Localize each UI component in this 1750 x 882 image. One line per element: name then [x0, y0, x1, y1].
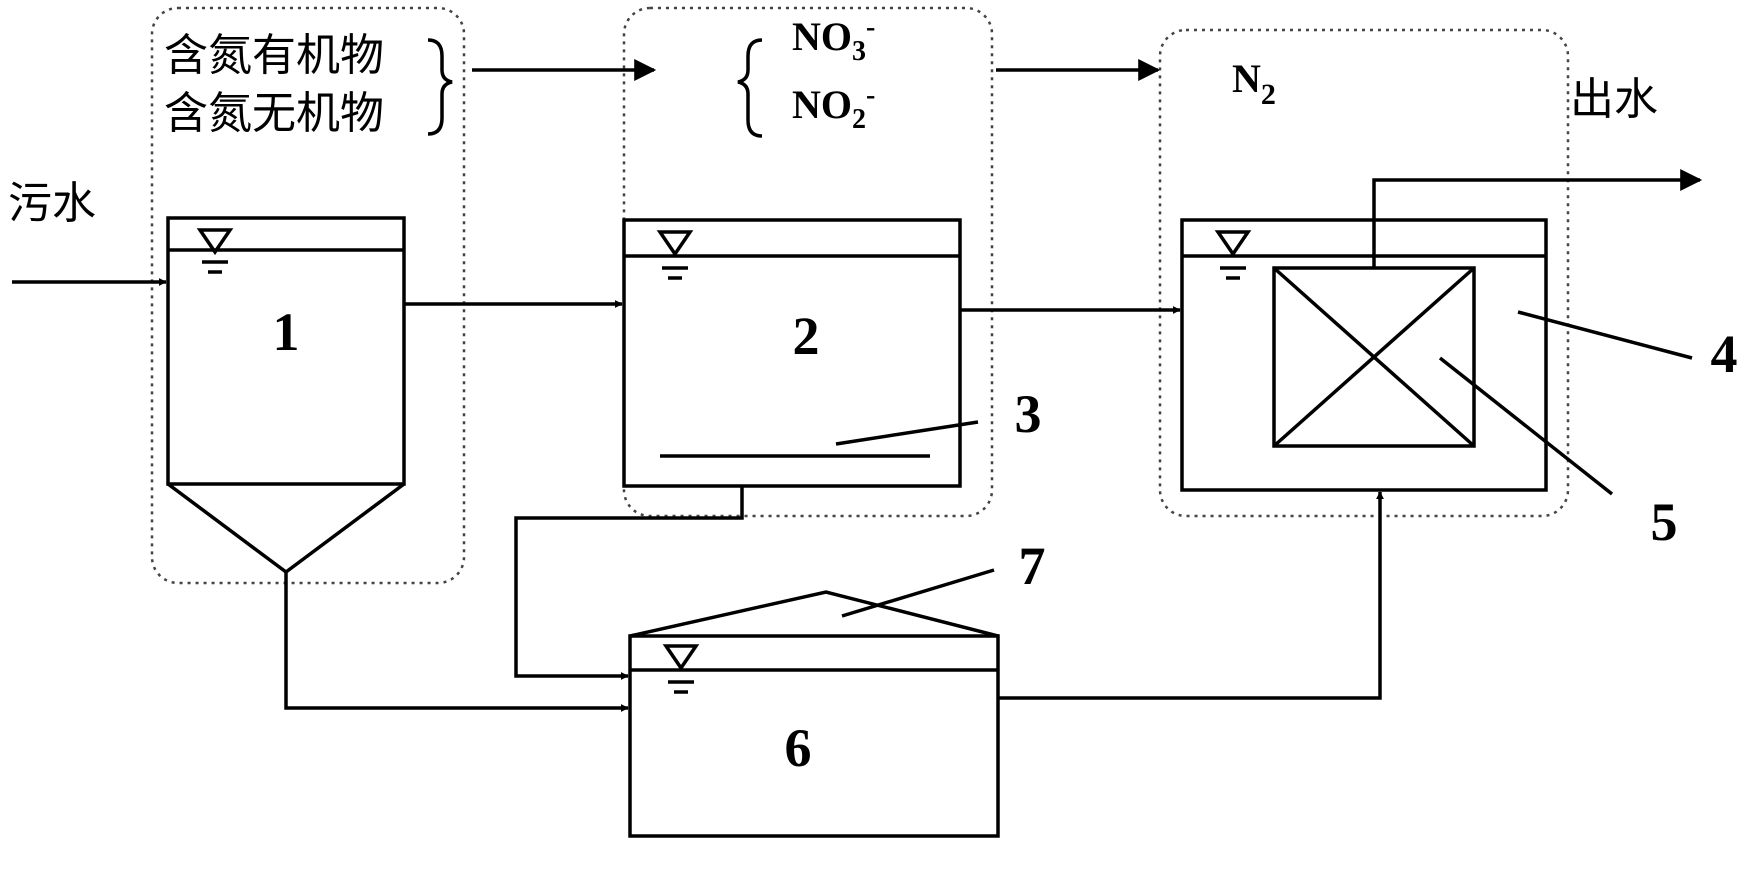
- tank-6: [628, 568, 1000, 838]
- flow-1-to-6: [284, 572, 629, 712]
- inorganic-nitrogen-label: 含氮无机物: [164, 88, 384, 139]
- stage-2-boundary: [622, 6, 994, 518]
- water-level-icon: [656, 230, 694, 258]
- tank-2: [622, 218, 979, 488]
- membrane-module-5: [1272, 266, 1476, 448]
- tank-1: [166, 216, 406, 575]
- water-level-icon: [196, 228, 234, 256]
- effluent-label: 出水: [1570, 74, 1658, 125]
- unit-5-label: 5: [1651, 492, 1678, 552]
- flow-2-to-6: [514, 486, 744, 680]
- nitrate-label: NO3-: [792, 12, 875, 67]
- water-level-icon: [1214, 230, 1252, 258]
- leader-line-4: [1517, 310, 1693, 360]
- leader-line-7: [841, 568, 995, 618]
- nitrogen-gas-label: N2: [1232, 56, 1276, 111]
- unit-4-label: 4: [1711, 324, 1738, 384]
- water-level-icon: [662, 644, 700, 672]
- influent-label: 污水: [8, 178, 96, 229]
- leader-line-3: [835, 420, 979, 446]
- unit-1-label: 1: [273, 302, 300, 362]
- flow-6-to-4: [998, 491, 1384, 700]
- gas-cover-7: [629, 590, 999, 638]
- unit-6-label: 6: [785, 718, 812, 778]
- organic-nitrogen-label: 含氮有机物: [164, 30, 384, 81]
- left-brace: [737, 38, 763, 138]
- nitrite-label: NO2-: [792, 80, 875, 135]
- effluent-pipe: [1372, 169, 1703, 268]
- right-brace: [427, 38, 453, 136]
- unit-3-label: 3: [1015, 384, 1042, 444]
- leader-line-5: [1438, 356, 1614, 496]
- stage-3-boundary: [1158, 28, 1570, 518]
- stage-1-boundary: [150, 6, 466, 585]
- unit-2-label: 2: [793, 306, 820, 366]
- unit-7-label: 7: [1019, 536, 1046, 596]
- tank-4: [1180, 218, 1548, 492]
